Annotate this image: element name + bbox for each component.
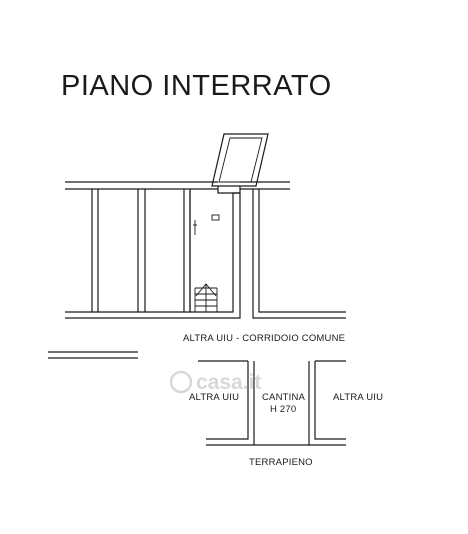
watermark-brand: casa.it <box>196 371 261 394</box>
corridor <box>48 351 138 359</box>
room-4 <box>252 189 346 319</box>
watermark: casa.it <box>169 370 261 394</box>
upper-rooms <box>65 181 346 319</box>
altra-uiu-left-label: ALTRA UIU <box>189 392 239 403</box>
cantina-label: CANTINA <box>262 392 306 403</box>
terrapieno-label: TERRAPIENO <box>249 457 313 468</box>
room-2 <box>137 189 146 313</box>
casa-logo-icon <box>169 370 193 394</box>
stair-compartment <box>165 189 241 319</box>
cantina-room <box>198 360 346 446</box>
altra-uiu-right-label: ALTRA UIU <box>333 392 383 403</box>
staircase <box>194 283 218 313</box>
room-3 <box>183 189 191 313</box>
room-1 <box>91 189 99 313</box>
cantina-height-label: H 270 <box>270 404 296 415</box>
corridoio-label: ALTRA UIU - CORRIDOIO COMUNE <box>183 333 345 344</box>
plan-title: PIANO INTERRATO <box>61 70 332 102</box>
light-well <box>211 133 269 194</box>
